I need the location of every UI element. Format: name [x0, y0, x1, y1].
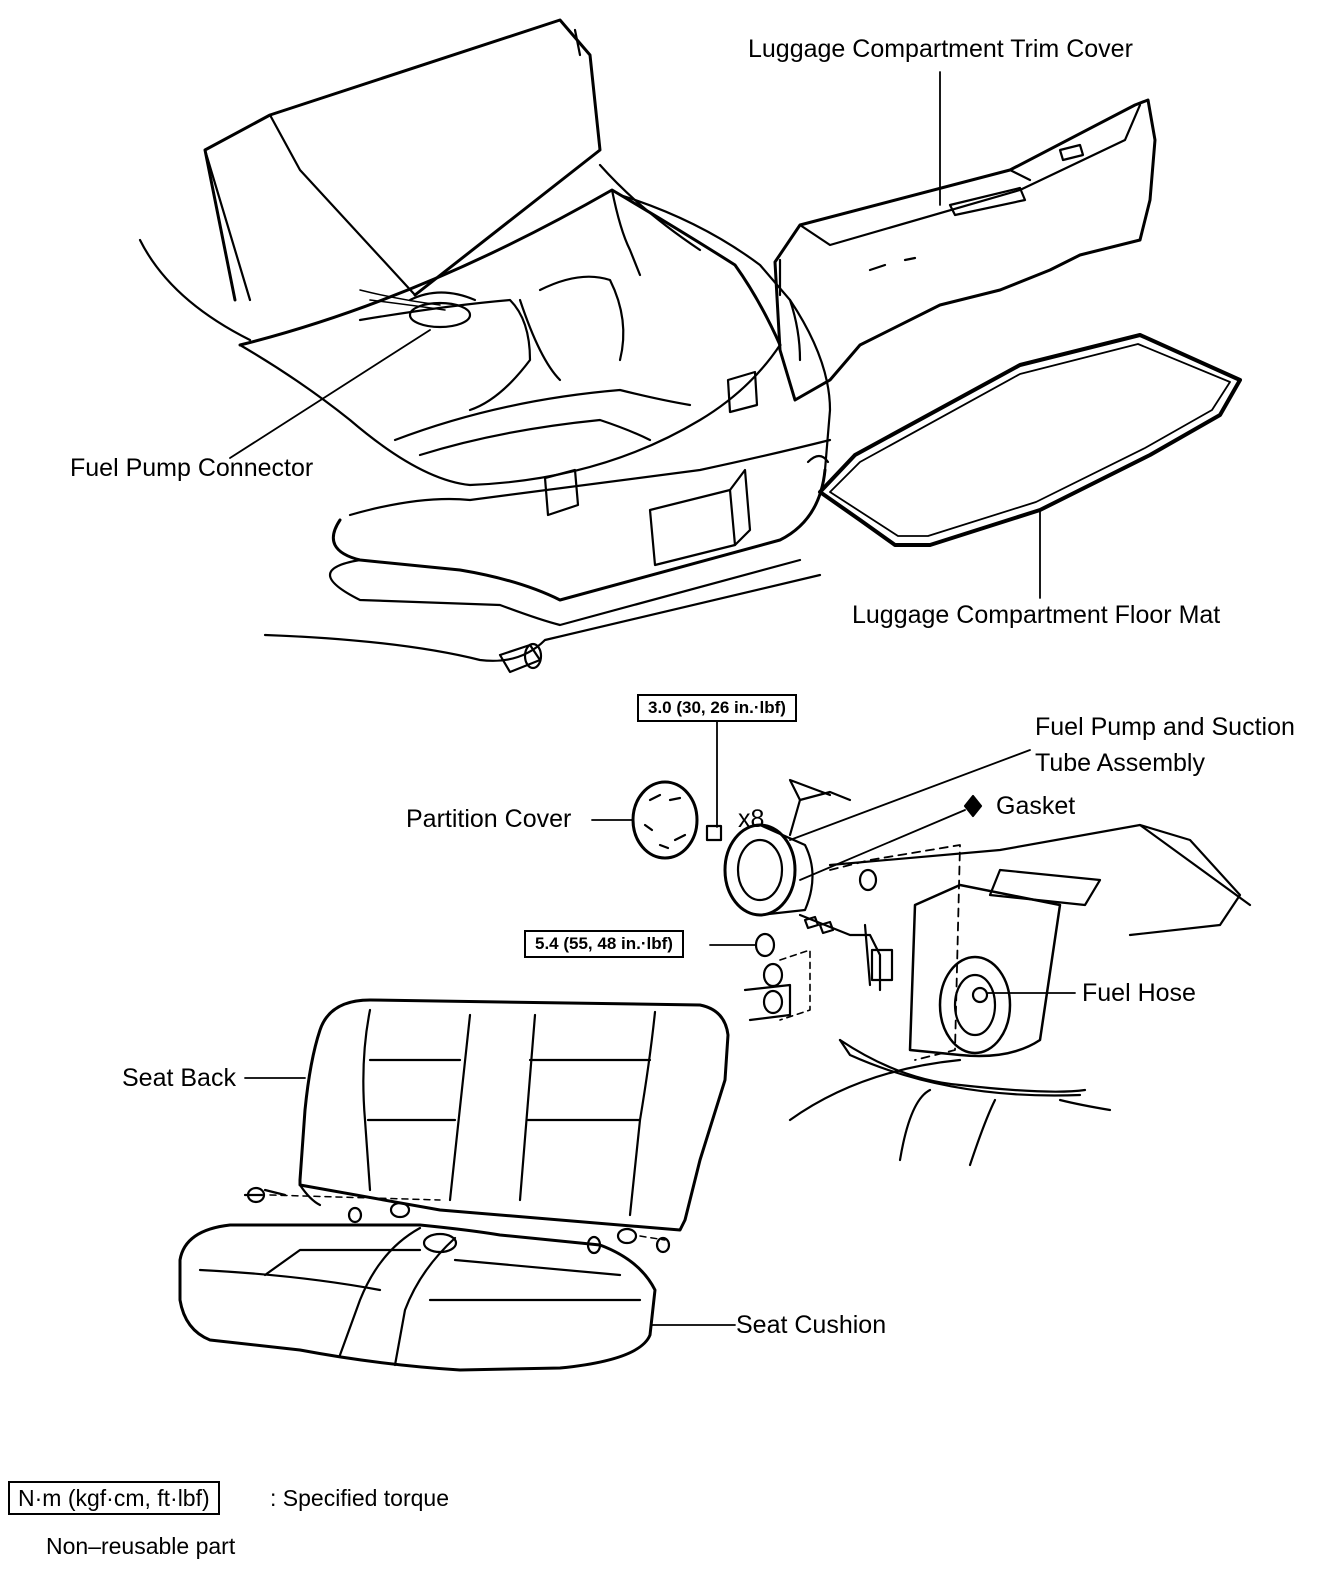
- label-fuel-pump-assembly-line2: Tube Assembly: [1035, 749, 1205, 777]
- floor-mat-drawing: [818, 333, 1242, 547]
- label-fuel-pump-connector: Fuel Pump Connector: [70, 454, 314, 482]
- trim-cover-drawing: [773, 98, 1157, 402]
- partition-area-drawing: [631, 778, 1252, 1167]
- legend-torque-desc: : Specified torque: [270, 1485, 450, 1511]
- torque-partition-screws: 3.0 (30, 26 in.·lbf): [637, 694, 797, 722]
- label-seat-back: Seat Back: [122, 1064, 236, 1092]
- legend-torque-unit: N·m (kgf·cm, ft·lbf): [8, 1481, 220, 1515]
- label-luggage-floor-mat: Luggage Compartment Floor Mat: [852, 601, 1221, 629]
- diamond-icon: [963, 794, 983, 818]
- label-seat-cushion: Seat Cushion: [736, 1311, 887, 1339]
- seat-back-drawing: [298, 998, 730, 1232]
- label-partition-cover: Partition Cover: [406, 805, 572, 833]
- label-x8: x8: [738, 805, 765, 833]
- seat-cushion-drawing: [178, 1186, 671, 1372]
- torque-pump-nuts: 5.4 (55, 48 in.·lbf): [524, 930, 684, 958]
- leader-gasket: [799, 809, 966, 881]
- label-fuel-hose: Fuel Hose: [1082, 979, 1196, 1007]
- label-fuel-pump-assembly-line1: Fuel Pump and Suction: [1035, 713, 1295, 741]
- car-rear-drawing: [138, 18, 832, 674]
- label-luggage-trim-cover: Luggage Compartment Trim Cover: [748, 35, 1133, 63]
- leader-pump-assembly: [789, 749, 1031, 841]
- legend-non-reusable: Non–reusable part: [46, 1533, 236, 1559]
- label-gasket: Gasket: [996, 792, 1076, 820]
- leader-fuel-pump-connector: [229, 329, 431, 459]
